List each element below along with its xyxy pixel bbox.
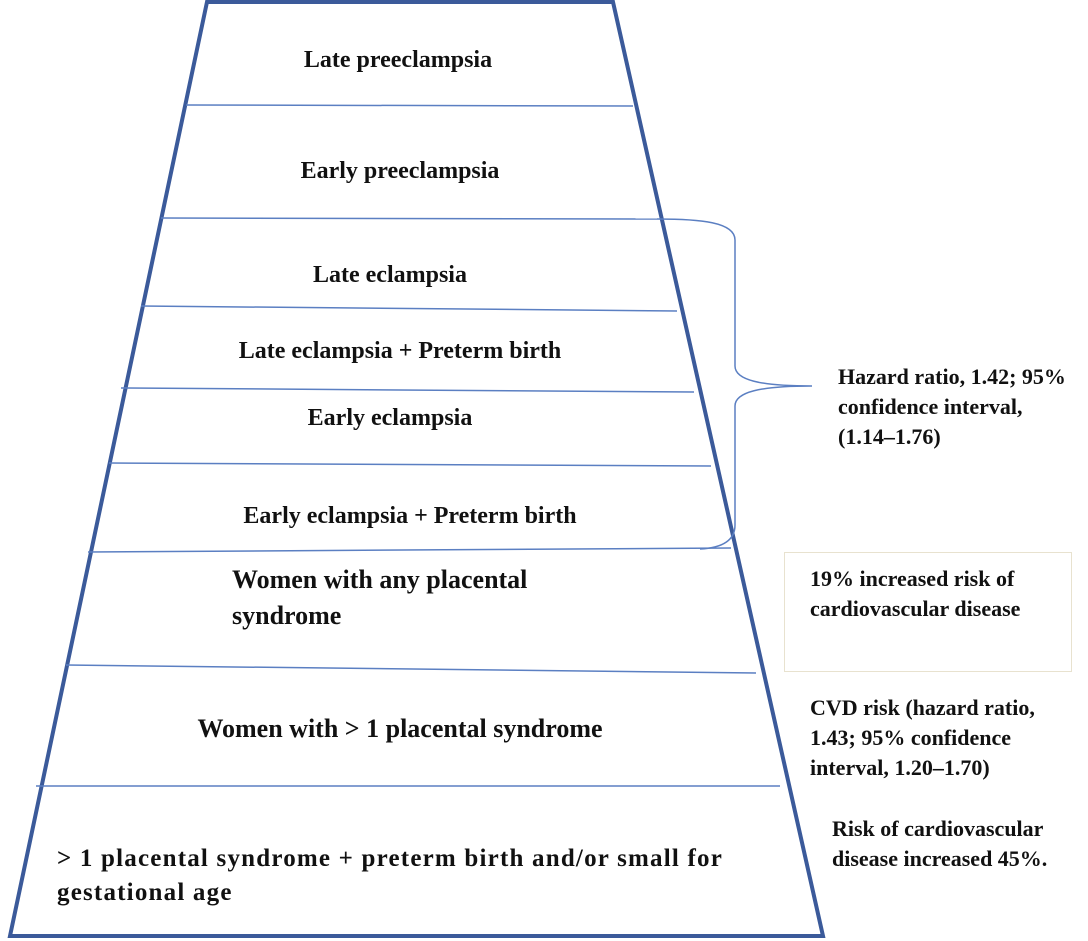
level-multi-placental-syndrome: Women with > 1 placental syndrome (197, 714, 603, 743)
note-eclampsia-hazard-ratio: Hazard ratio, 1.42; 95% confidence inter… (838, 364, 1066, 449)
note-multi-preterm-risk: Risk of cardiovascular disease increased… (832, 816, 1048, 871)
level-multi-placental-preterm: > 1 placental syndrome + preterm birth a… (57, 845, 723, 906)
note-any-placental-risk: 19% increased risk of cardiovascular dis… (810, 566, 1021, 621)
level-late-eclampsia-preterm: Late eclampsia + Preterm birth (238, 338, 562, 364)
divider-1 (185, 104, 634, 107)
level-early-preeclampsia: Early preeclampsia (300, 158, 500, 184)
note-multi-placental-cvd: CVD risk (hazard ratio, 1.43; 95% confid… (810, 695, 1035, 780)
level-early-eclampsia-preterm: Early eclampsia + Preterm birth (243, 503, 577, 529)
divider-2 (160, 217, 658, 220)
divider-5 (108, 462, 712, 467)
divider-6 (87, 547, 732, 553)
level-late-preeclampsia: Late preeclampsia (303, 47, 493, 73)
level-late-eclampsia: Late eclampsia (313, 262, 467, 288)
divider-7 (65, 664, 757, 674)
note-any-placental-box (784, 552, 1072, 672)
eclampsia-bracket (656, 218, 813, 550)
level-any-placental-syndrome: Women with any placental syndrome (232, 565, 528, 630)
divider-4 (120, 387, 695, 393)
divider-3 (140, 305, 678, 312)
level-early-eclampsia: Early eclampsia (307, 405, 473, 431)
pyramid-outline (7, 0, 826, 938)
